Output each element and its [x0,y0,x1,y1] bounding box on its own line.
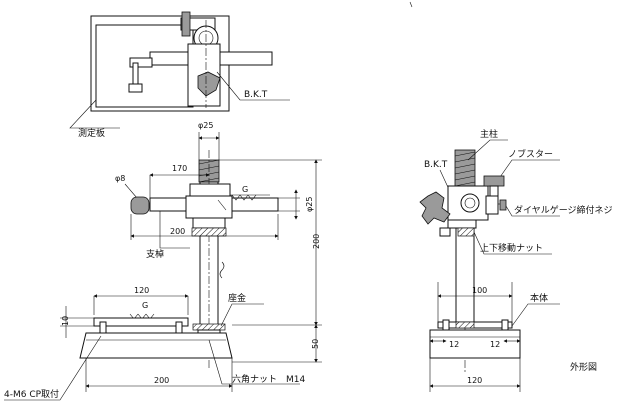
seat-washer [192,323,226,331]
side-view: 主柱 ノブスター B.K.T ダイヤルゲージ締付ネジ 上下移動ナット 100 [419,128,613,392]
knob-star-side [419,191,451,225]
bkt-screw-knob [181,11,191,37]
label-dial-screw: ダイヤルゲージ締付ネジ [514,204,613,216]
label-main-pillar: 主柱 [480,128,498,140]
label-body: 本体 [530,292,548,304]
dim-phi25-side: φ25 [305,197,314,212]
updown-nut-side [457,227,475,237]
dim-50: 50 [311,339,320,349]
label-support-rod: 支棹 [146,248,164,260]
dial-screw [485,195,499,215]
updown-nut-front [191,227,227,237]
label-hex-nut: 六角ナット M14 [232,373,305,385]
side-base-body [429,329,521,359]
dim-12-left: 12 [449,340,459,349]
rod-end [129,57,153,68]
dim-phi8: φ8 [115,174,125,183]
side-bkt-ring [460,193,480,213]
base-measure-plate [93,317,189,327]
label-bkt-top: B.K.T [244,90,268,100]
front-view: φ25 170 φ8 G φ25 [4,121,322,401]
label-measure-plate: 測定板 [78,127,105,139]
dim-200-height: 200 [312,234,321,249]
dim-g-top: G [242,185,248,194]
dim-170: 170 [172,164,187,173]
knob-star-right [483,175,505,187]
dim-10-left: 10 [61,316,70,326]
dim-120-top: 120 [134,286,149,295]
label-bkt-right: B.K.T [424,160,448,170]
label-outline-view: 外形図 [570,361,597,373]
bkt-block-front [185,195,233,219]
knob-star-top [197,71,221,97]
dim-100: 100 [472,286,487,295]
dim-12-right: 12 [490,340,500,349]
dim-phi25-top: φ25 [198,121,213,130]
bkt-clamp-upper [189,183,231,197]
label-seat: 座金 [228,292,246,304]
side-plate [437,321,513,329]
dim-200-base: 200 [154,376,169,385]
dim-120-base: 120 [467,376,482,385]
base-body-front [79,332,233,359]
label-cp-fitting: 4-M6 CP取付 [4,389,59,400]
dim-200-rod: 200 [170,227,185,236]
label-knob-star: ノブスター [508,148,553,160]
label-updown-nut: 上下移動ナット [480,242,543,254]
dim-g-base: G [142,301,148,310]
top-view: B.K.T 測定板 [69,11,290,139]
dial-tip [130,196,150,215]
